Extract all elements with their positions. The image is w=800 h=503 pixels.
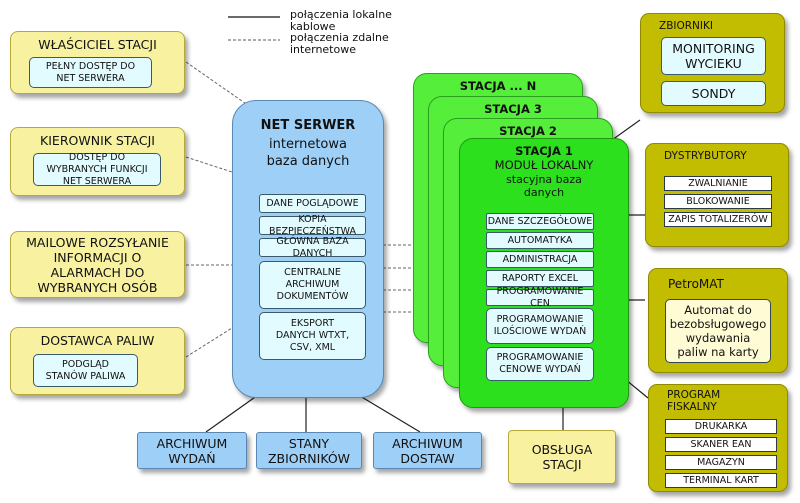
dash-supplier-server — [185, 327, 233, 358]
petromat-title: PetroMAT — [668, 277, 724, 291]
owner-title: WŁAŚCICIEL STACJI — [38, 37, 157, 52]
zbiorniki-sondy: SONDY — [661, 81, 766, 106]
fiskalny-skaner: SKANER EAN — [665, 437, 777, 452]
archiwum-wydan-box: ARCHIWUM WYDAŃ — [137, 432, 247, 469]
station-1-title: STACJA 1 — [515, 144, 573, 158]
dystrybutory-box: DYSTRYBUTORY ZWALNIANIE BLOKOWANIE ZAPIS… — [645, 143, 789, 247]
station-3-title: STACJA 3 — [484, 102, 542, 116]
supplier-detail: PODGLĄD STANÓW PALIWA — [33, 354, 138, 387]
fiskalny-magazyn: MAGAZYN — [665, 455, 777, 470]
dystrybutory-title: DYSTRYBUTORY — [664, 150, 747, 162]
station-item-prog-cenowe: PROGRAMOWANIE CENOWE WYDAŃ — [486, 347, 594, 381]
supplier-box: DOSTAWCA PALIW PODGLĄD STANÓW PALIWA — [10, 327, 185, 395]
dystrybutory-blokowanie: BLOKOWANIE — [664, 194, 772, 209]
net-server-title: NET SERWER — [260, 118, 356, 133]
station-n-title: STACJA ... N — [459, 79, 537, 93]
fiskalny-drukarka: DRUKARKA — [665, 419, 777, 434]
server-item-archiwum: CENTRALNE ARCHIWUM DOKUMENTÓW — [259, 261, 366, 309]
station-item-administracja: ADMINISTRACJA — [486, 251, 594, 268]
station-item-automatyka: AUTOMATYKA — [486, 232, 594, 249]
station-2-title: STACJA 2 — [499, 124, 557, 138]
station-1-card: STACJA 1 MODUŁ LOKALNY stacyjna baza dan… — [459, 138, 629, 408]
petromat-box: PetroMAT Automat do bezobsługowego wydaw… — [648, 268, 788, 373]
server-item-glowna-baza: GŁÓWNA BAZA DANYCH — [259, 236, 366, 259]
manager-box: KIEROWNIK STACJI DOSTĘP DO WYBRANYCH FUN… — [10, 127, 185, 196]
server-item-dane-pogladowe: DANE POGLĄDOWE — [259, 194, 366, 213]
zbiorniki-title: ZBIORNIKI — [659, 20, 713, 32]
fiskalny-terminal: TERMINAL KART — [665, 473, 777, 488]
server-item-eksport: EKSPORT DANYCH WTXT, CSV, XML — [259, 312, 366, 360]
net-server: NET SERWER internetowa baza danych DANE … — [232, 100, 384, 398]
module-subtitle: stacyjna baza danych — [506, 173, 582, 199]
manager-detail: DOSTĘP DO WYBRANYCH FUNKCJI NET SERWERA — [33, 152, 161, 187]
zbiorniki-monitoring: MONITORING WYCIEKU — [661, 37, 766, 75]
petromat-detail: Automat do bezobsługowego wydawania pali… — [665, 299, 771, 363]
owner-detail: PEŁNY DOSTĘP DO NET SERWERA — [29, 57, 152, 88]
legend-solid-text: połączenia lokalne kablowe — [290, 8, 392, 33]
stany-zbiornikow-box: STANY ZBIORNIKÓW — [256, 432, 362, 469]
station-item-dane: DANE SZCZEGÓŁOWE — [486, 213, 594, 230]
legend-dashed-text: połączenia zdalne internetowe — [290, 31, 389, 56]
supplier-title: DOSTAWCA PALIW — [40, 333, 155, 348]
station-item-prog-cen: PROGRAMOWANIE CEN — [486, 286, 594, 309]
archiwum-dostaw-box: ARCHIWUM DOSTAW — [373, 432, 482, 469]
zbiorniki-box: ZBIORNIKI MONITORING WYCIEKU SONDY — [640, 13, 785, 113]
net-server-subtitle: internetowa baza danych — [266, 137, 350, 169]
owner-box: WŁAŚCICIEL STACJI PEŁNY DOSTĘP DO NET SE… — [10, 31, 185, 94]
station-item-prog-ilosciowe: PROGRAMOWANIE ILOŚCIOWE WYDAŃ — [486, 308, 594, 344]
manager-title: KIEROWNIK STACJI — [40, 133, 155, 148]
module-title: MODUŁ LOKALNY — [494, 158, 594, 172]
station-item-raporty: RAPORTY EXCEL — [486, 270, 594, 287]
obsluga-stacji-box: OBSŁUGA STACJI — [508, 430, 616, 484]
dash-owner-server — [185, 61, 253, 109]
fiskalny-box: PROGRAM FISKALNY DRUKARKA SKANER EAN MAG… — [648, 384, 788, 492]
dystrybutory-zapis: ZAPIS TOTALIZERÓW — [664, 212, 772, 227]
dystrybutory-zwalnianie: ZWALNIANIE — [664, 176, 772, 191]
mail-alert-box: MAILOWE ROZSYŁANIE INFORMACJI O ALARMACH… — [10, 231, 185, 298]
fiskalny-title: PROGRAM FISKALNY — [667, 389, 721, 413]
dash-manager-server — [185, 156, 233, 173]
server-item-kopia: KOPIA BEZPIECZEŃSTWA — [259, 214, 366, 237]
